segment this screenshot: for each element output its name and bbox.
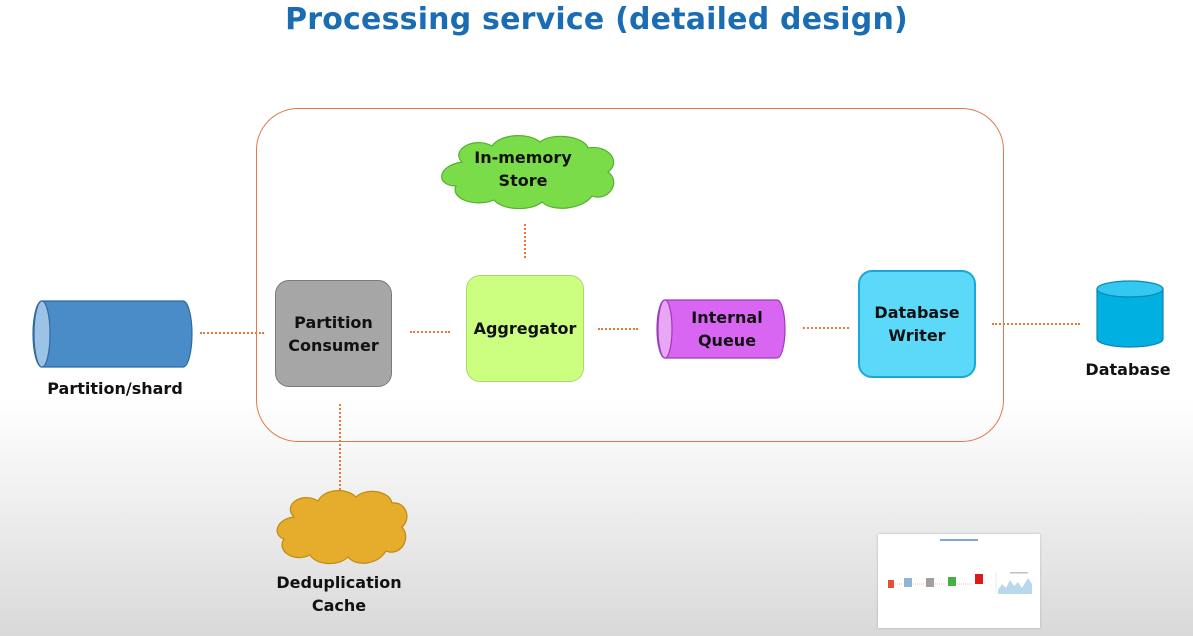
connector-aggregator-queue [598, 328, 638, 330]
partition-consumer-box: Partition Consumer [275, 280, 392, 387]
slide-thumbnail[interactable] [878, 534, 1040, 628]
aggregator-label: Aggregator [473, 319, 577, 338]
deduplication-cache-label: Deduplication Cache [276, 573, 402, 615]
connector-aggregator-store [524, 224, 526, 258]
in-memory-store-label: In-memory Store [474, 148, 572, 190]
diagram-title: Processing service (detailed design) [285, 2, 908, 37]
in-memory-store-cloud-icon [441, 135, 615, 210]
partition-shard-cylinder-icon [32, 300, 193, 368]
deduplication-cache-cloud-icon [276, 490, 408, 565]
internal-queue-label: Internal Queue [691, 308, 763, 350]
connector-consumer-aggregator [410, 331, 450, 333]
internal-queue-cylinder-icon [656, 299, 786, 359]
connector-writer-database [992, 323, 1080, 325]
partition-consumer-label: Partition Consumer [288, 312, 379, 355]
connector-queue-writer [803, 327, 849, 329]
database-label: Database [1085, 360, 1171, 379]
processing-service-boundary [256, 108, 1004, 442]
connector-shard-consumer [200, 332, 264, 334]
database-cylinder-icon [1096, 280, 1164, 348]
database-writer-box: Database Writer [858, 270, 976, 378]
database-writer-label: Database Writer [874, 303, 960, 345]
connector-consumer-cache [339, 404, 341, 490]
partition-shard-label: Partition/shard [47, 379, 183, 398]
slide-thumbnail-preview-icon [888, 539, 1032, 594]
aggregator-box: Aggregator [466, 275, 584, 382]
